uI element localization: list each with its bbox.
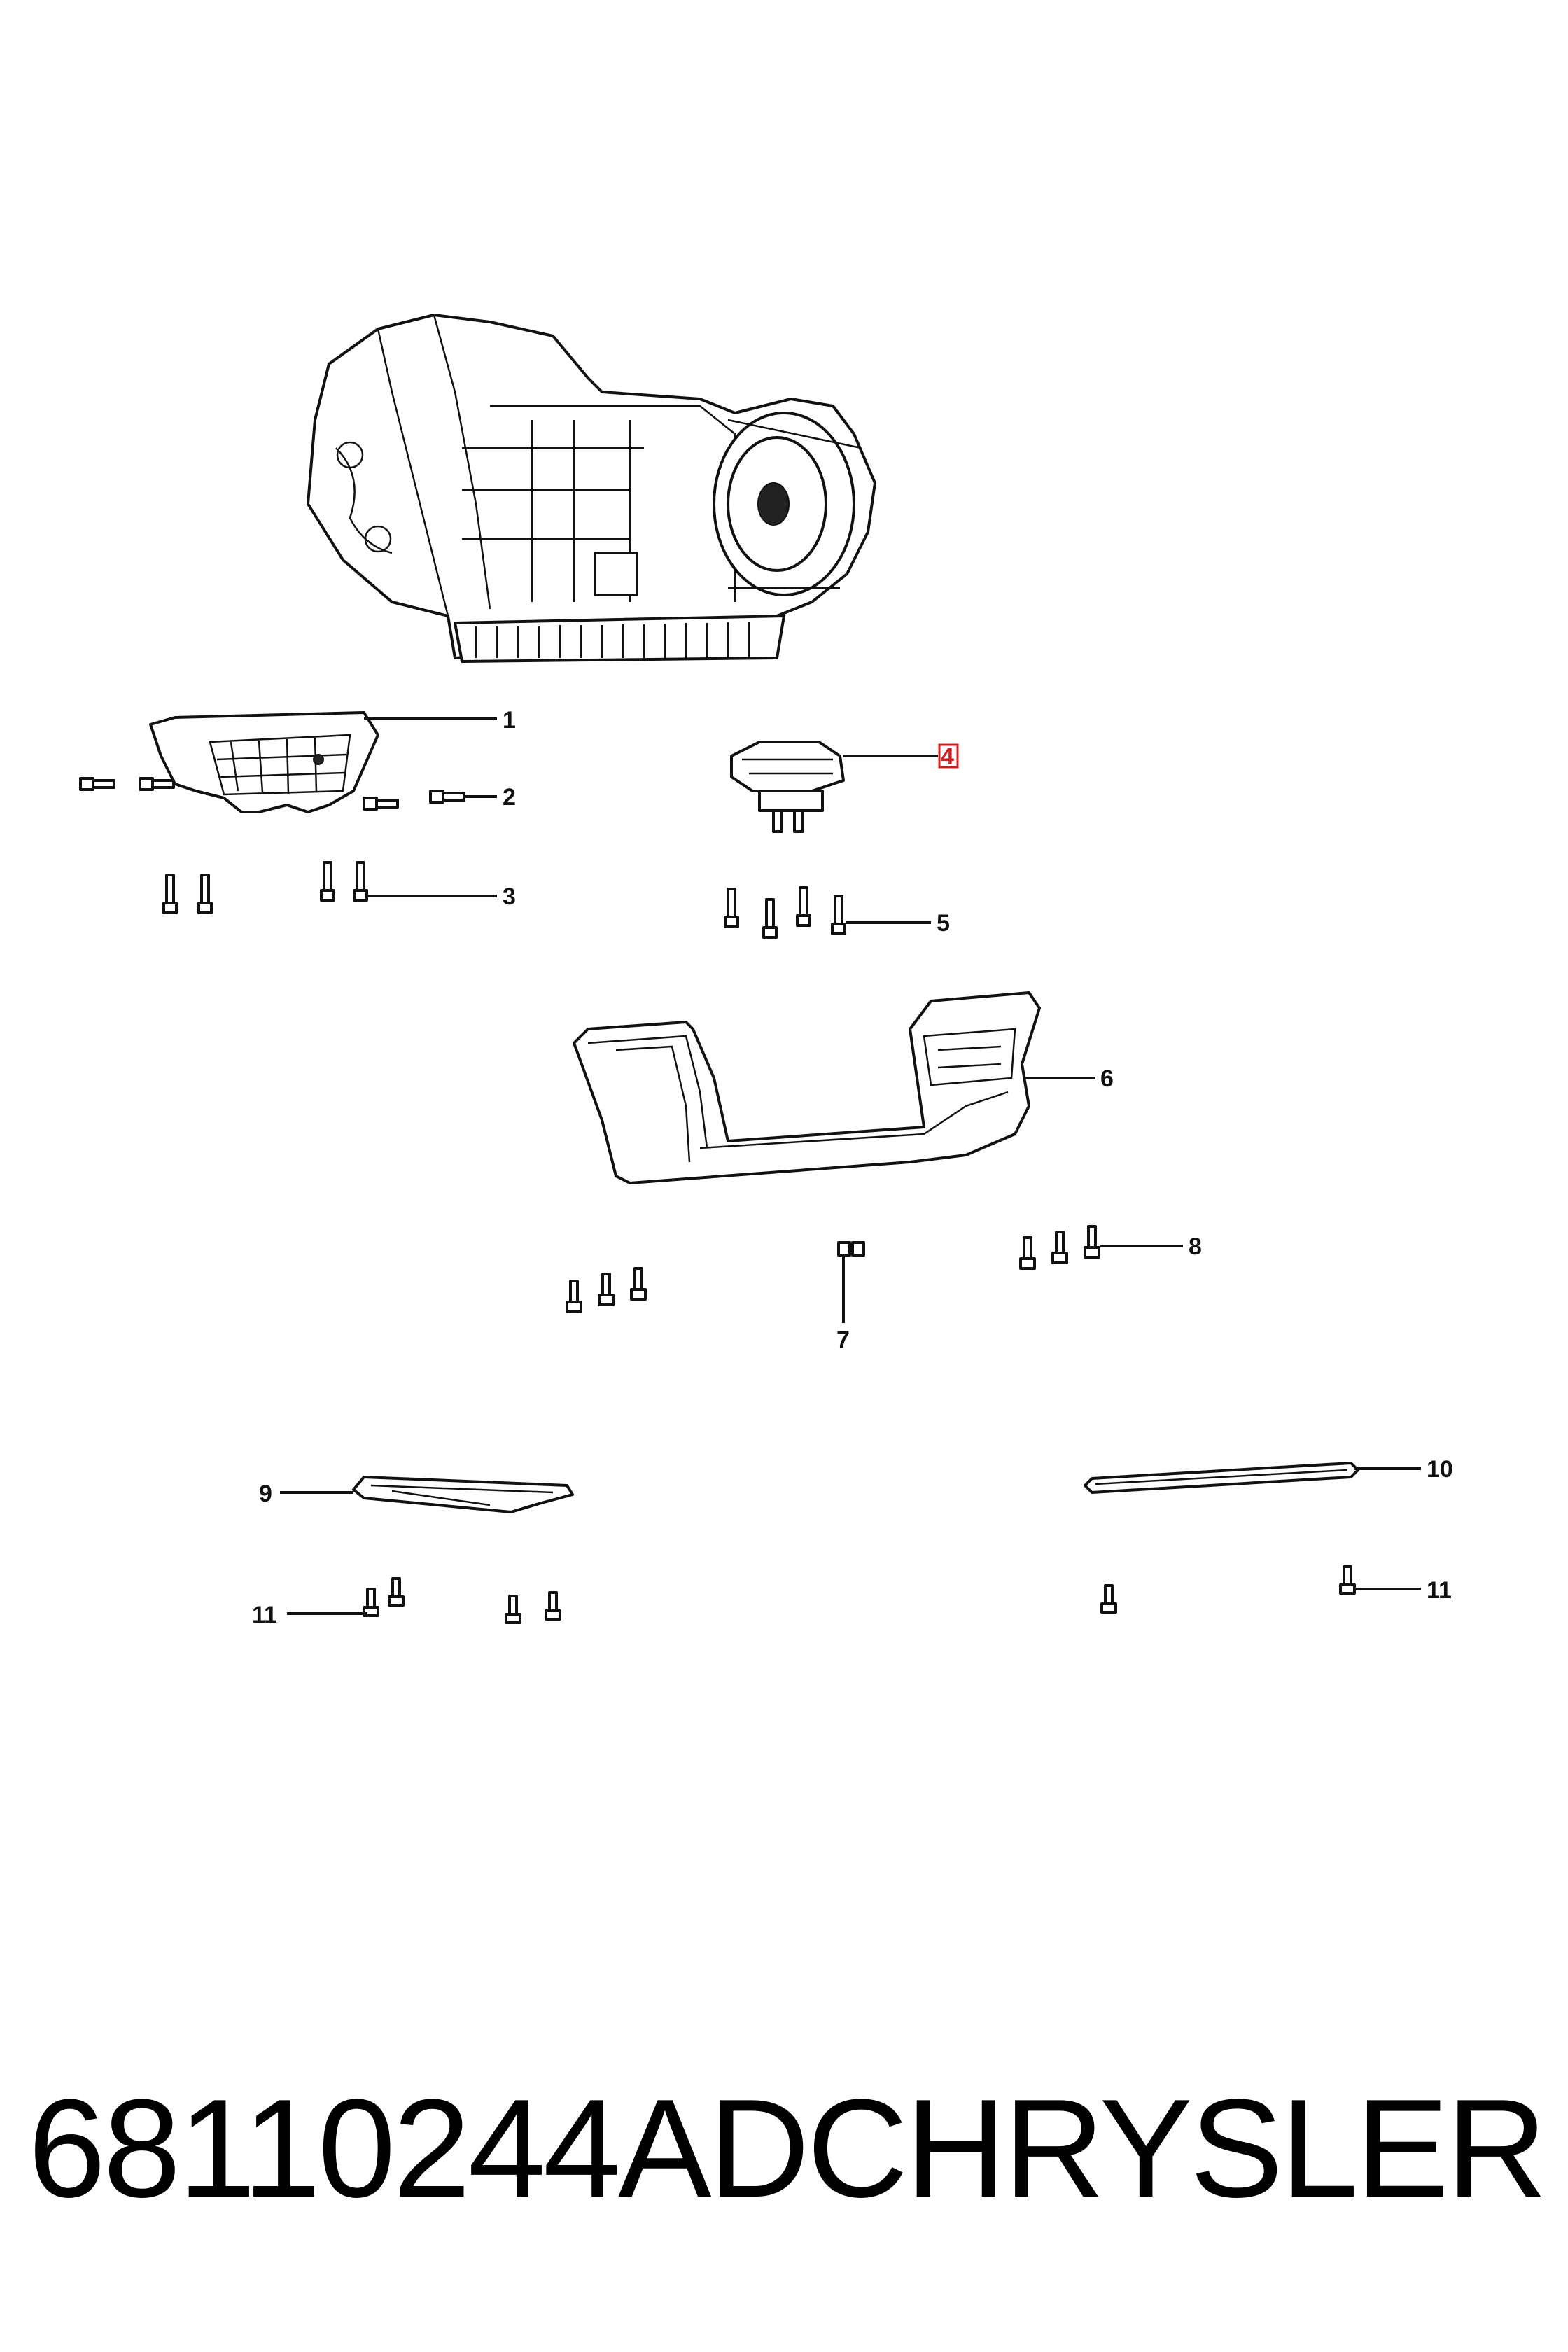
callout-2: 2: [503, 784, 516, 811]
callout-10: 10: [1427, 1456, 1453, 1483]
callout-6: 6: [1100, 1065, 1114, 1092]
part-5-bolts: 5: [724, 886, 950, 939]
part-2-bolts: 2: [79, 777, 516, 811]
part-11-bolts: 11 11: [252, 1565, 1452, 1628]
callout-9: 9: [259, 1480, 272, 1507]
highlight-box: [938, 743, 959, 769]
brand-name: CHRYSLER: [806, 2071, 1548, 2227]
footer: 68110244AD CHRYSLER: [28, 2071, 1547, 2227]
part-1-callout: 1: [364, 707, 516, 734]
callout-8: 8: [1189, 1233, 1202, 1260]
part-6-crossmember: 6: [573, 991, 1114, 1184]
callout-11-left: 11: [252, 1602, 277, 1628]
callout-4: 4: [941, 743, 954, 770]
callout-5: 5: [937, 910, 950, 937]
callout-3: 3: [503, 883, 516, 910]
callout-1: 1: [503, 707, 516, 734]
part-7-nuts: 7: [836, 1241, 865, 1353]
part-4-mount: 4: [730, 741, 959, 833]
transmission-assembly: [307, 314, 876, 663]
callout-11-right: 11: [1427, 1577, 1452, 1604]
part-number: 68110244AD: [28, 2071, 810, 2227]
part-1-bracket: [149, 711, 379, 813]
part-8-bolts: 8: [566, 1225, 1202, 1313]
part-10-rail: 10: [1084, 1456, 1453, 1494]
part-3-bolts: 3: [162, 861, 516, 914]
callout-7: 7: [836, 1326, 850, 1353]
part-9-rail: 9: [259, 1476, 574, 1513]
